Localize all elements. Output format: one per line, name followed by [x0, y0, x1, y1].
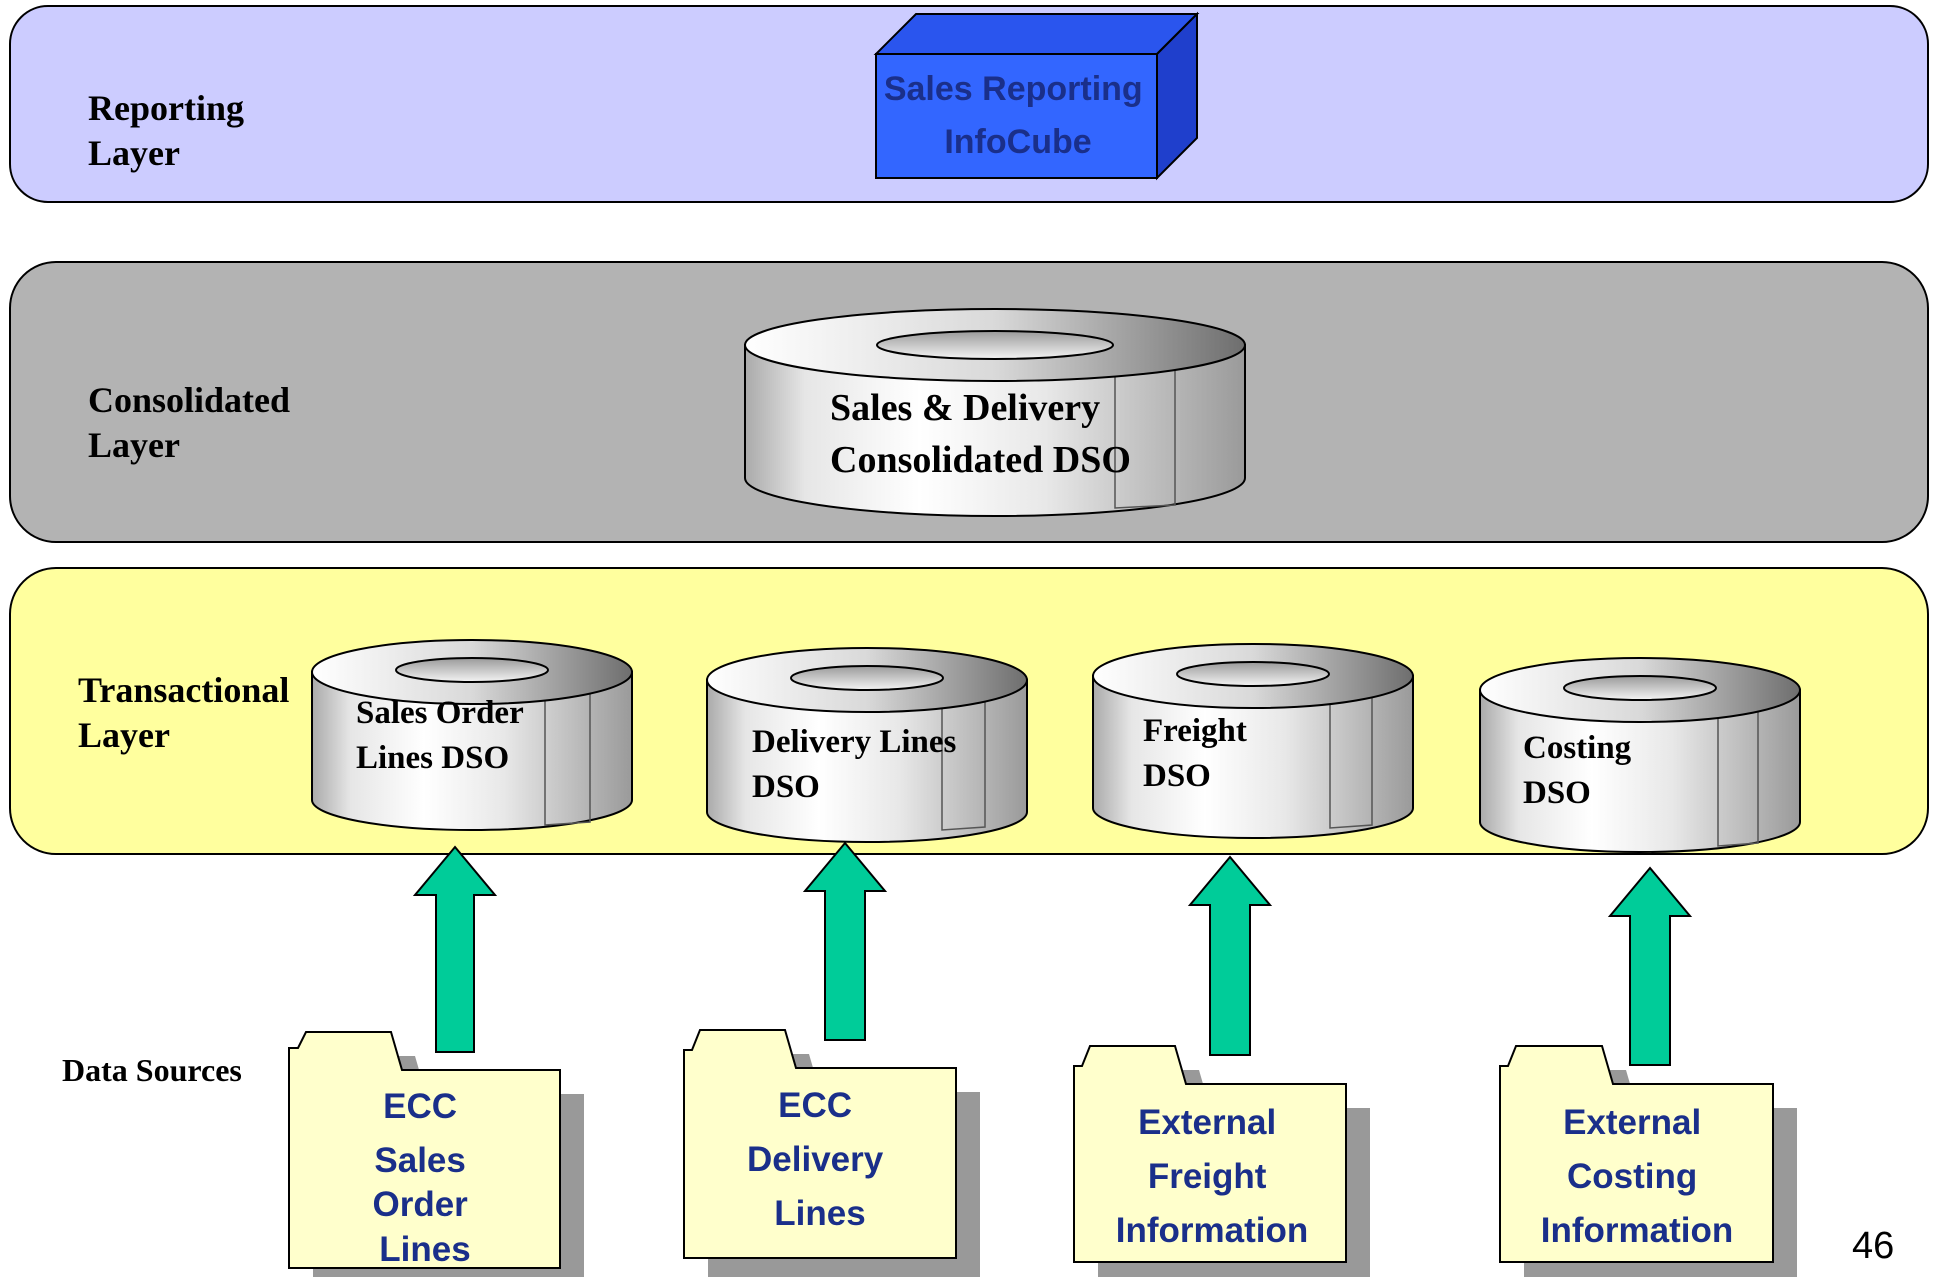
- arrow-up-icon: [1187, 855, 1273, 1056]
- svg-text:Sales & Delivery Consoli: Sales & Delivery Consolidated DSO: [830, 387, 1131, 481]
- reporting-layer-label: Reporting Layer: [88, 88, 253, 173]
- freight-dso-cylinder[interactable]: Freight DSO: [1092, 643, 1414, 839]
- arrow-up-icon: [412, 845, 498, 1053]
- data-source-folder-external-freight[interactable]: External Freight Information: [1073, 1045, 1370, 1277]
- svg-text:Delivery Lines DSO: Delivery Lines DSO: [752, 724, 965, 805]
- svg-text:Sales Order Lines DSO: Sales Order Lines DSO: [356, 695, 531, 776]
- arrow-up-icon: [802, 841, 888, 1041]
- data-source-folder-ecc-delivery-lines[interactable]: ECC Delivery Lines: [683, 1029, 980, 1277]
- svg-text:Costing DSO: Costing DSO: [1523, 730, 1639, 811]
- data-source-folder-external-costing[interactable]: External Costing Information: [1499, 1045, 1797, 1277]
- delivery-lines-dso-cylinder[interactable]: Delivery Lines DSO: [706, 647, 1028, 843]
- arrow-up-icon: [1607, 866, 1693, 1066]
- sales-reporting-infocube[interactable]: Sales Reporting InfoCube: [873, 11, 1200, 181]
- page-number: 46: [1852, 1225, 1894, 1267]
- svg-text:ECC Sales Order: ECC Sales Order Lines: [372, 1087, 477, 1269]
- svg-text:External Freight I: External Freight Information: [1116, 1103, 1308, 1250]
- svg-text:Sales Reporting InfoCube: Sales Reporting InfoCube: [884, 70, 1152, 161]
- data-sources-label: Data Sources: [62, 1052, 242, 1088]
- transactional-layer-label: Transactional Layer: [78, 670, 298, 755]
- sales-order-lines-dso-cylinder[interactable]: Sales Order Lines DSO: [311, 639, 633, 831]
- svg-text:External Costing I: External Costing Information: [1541, 1103, 1733, 1250]
- data-source-folder-ecc-sales-order-lines[interactable]: ECC Sales Order Lines: [288, 1031, 584, 1277]
- costing-dso-cylinder[interactable]: Costing DSO: [1479, 657, 1801, 853]
- consolidated-dso-cylinder[interactable]: Sales & Delivery Consolidated DSO: [744, 308, 1246, 517]
- svg-text:Freight DSO: Freight DSO: [1143, 713, 1255, 794]
- consolidated-layer-label: Consolidated Layer: [88, 380, 299, 465]
- svg-text:ECC Delivery Lines: ECC Delivery Lines: [747, 1086, 893, 1233]
